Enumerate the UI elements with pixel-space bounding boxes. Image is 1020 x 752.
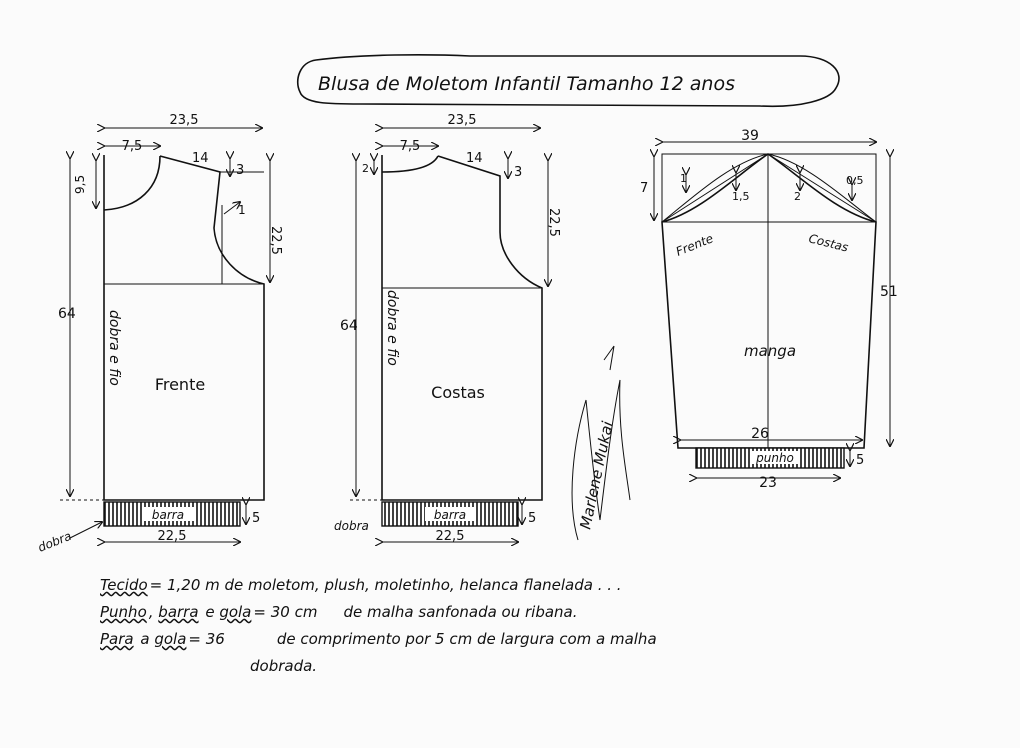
sleeve-curve-d: 0,5 (846, 174, 864, 187)
back-length: 64 (340, 318, 358, 334)
sleeve-cuff-band-value: 5 (856, 453, 864, 468)
notes-fabric-text: = 1,20 m de moletom, plush, moletinho, h… (149, 576, 622, 594)
front-neckline (103, 155, 161, 211)
title-cloud (296, 54, 840, 108)
sleeve-length: 51 (880, 284, 898, 300)
notes-para-key: Para (100, 630, 134, 648)
front-barra-label: barra (152, 508, 184, 522)
back-piece: barra dobra Costas dobra e fio 23,5 7,5 … (334, 113, 561, 544)
notes-rib-amount: = 30 cm (253, 603, 318, 621)
sleeve-piece: manga Frente Costas 39 7 1 1,5 2 0,5 51 … (640, 128, 898, 491)
notes-fabric-key: Tecido (100, 576, 148, 594)
notes-folded: dobrada. (250, 657, 318, 675)
front-neck-width: 7,5 (122, 139, 143, 154)
back-label: Costas (431, 383, 485, 402)
front-armhole-curve: 1 (238, 203, 246, 217)
back-neckline (381, 155, 439, 173)
front-band-label-bg (144, 507, 194, 521)
front-hem-width: 22,5 (158, 529, 187, 544)
notes-cuff-key: Punho (100, 603, 147, 621)
sleeve-cap-box (661, 153, 877, 223)
front-armhole-depth: 22,5 (268, 226, 283, 255)
front-fold-text: dobra e fio (106, 310, 122, 386)
back-outline (381, 155, 543, 501)
front-shoulder-drop: 3 (236, 163, 244, 178)
front-dobra-arrow (69, 522, 102, 539)
back-shoulder: 14 (466, 151, 483, 166)
notes-collar-length: de comprimento por 5 cm de largura com a… (276, 630, 657, 648)
sleeve-cuff-width: 23 (759, 475, 777, 491)
back-dobra-label: dobra (334, 519, 369, 533)
notes-rib-material: de malha sanfonada ou ribana. (343, 603, 578, 621)
back-neck-width: 7,5 (400, 139, 421, 154)
front-band: 5 (252, 511, 260, 526)
notes-collar-amount: = 36 (188, 630, 225, 648)
notes-fabric-row: Tecido= 1,20 m de moletom, plush, moleti… (100, 572, 960, 599)
sleeve-front-label: Frente (674, 231, 715, 259)
back-band-label-bg (425, 507, 475, 521)
back-hem-width: 22,5 (436, 529, 465, 544)
back-barra-label: barra (434, 508, 466, 522)
notes-folded-row: dobrada. (100, 653, 960, 680)
sleeve-curve-a: 1 (680, 172, 687, 185)
front-length: 64 (58, 306, 76, 322)
front-label: Frente (155, 375, 205, 394)
front-neck-depth: 9,5 (73, 175, 87, 194)
back-band: 5 (528, 511, 536, 526)
back-shoulder-drop: 3 (514, 165, 522, 180)
back-width-top: 23,5 (448, 113, 477, 128)
sleeve-cuff-label-bg (752, 451, 798, 464)
sleeve-cap-guide-front (661, 153, 769, 223)
sleeve-cap-height: 7 (640, 181, 648, 196)
sleeve-label: manga (744, 342, 796, 360)
sleeve-cap-back (767, 153, 877, 223)
sleeve-cap-front (661, 153, 769, 223)
sleeve-curve-c: 2 (794, 190, 801, 203)
notes-collar2-key: gola (154, 630, 187, 648)
front-curve-arrow (223, 202, 240, 215)
back-fold-text: dobra e fio (384, 290, 400, 366)
notes-band-key: barra (158, 603, 199, 621)
signature-mark (571, 345, 631, 541)
sleeve-back-label: Costas (807, 231, 849, 254)
front-outline (103, 155, 265, 501)
sleeve-curve-b: 1,5 (732, 190, 750, 203)
back-armhole-depth: 22,5 (546, 208, 561, 237)
sleeve-top-width: 39 (741, 128, 759, 144)
notes-collar-key: gola (219, 603, 252, 621)
sleeve-punho-label: punho (755, 451, 794, 465)
sleeve-outline (661, 153, 877, 449)
signature: Marlene Mukai (576, 419, 617, 531)
front-piece: barra dobra Frente dobra e fio 23,5 7,5 … (36, 113, 283, 555)
back-neck-depth: 2 (362, 162, 369, 175)
front-dobra-label: dobra (36, 529, 74, 555)
pattern-notes: Tecido= 1,20 m de moletom, plush, moleti… (100, 572, 960, 680)
page-title: Blusa de Moletom Infantil Tamanho 12 ano… (318, 73, 735, 95)
front-width-top: 23,5 (170, 113, 199, 128)
sleeve-bottom-width: 26 (751, 426, 769, 442)
front-shoulder: 14 (192, 151, 209, 166)
sleeve-cap-guide-back (767, 153, 877, 223)
